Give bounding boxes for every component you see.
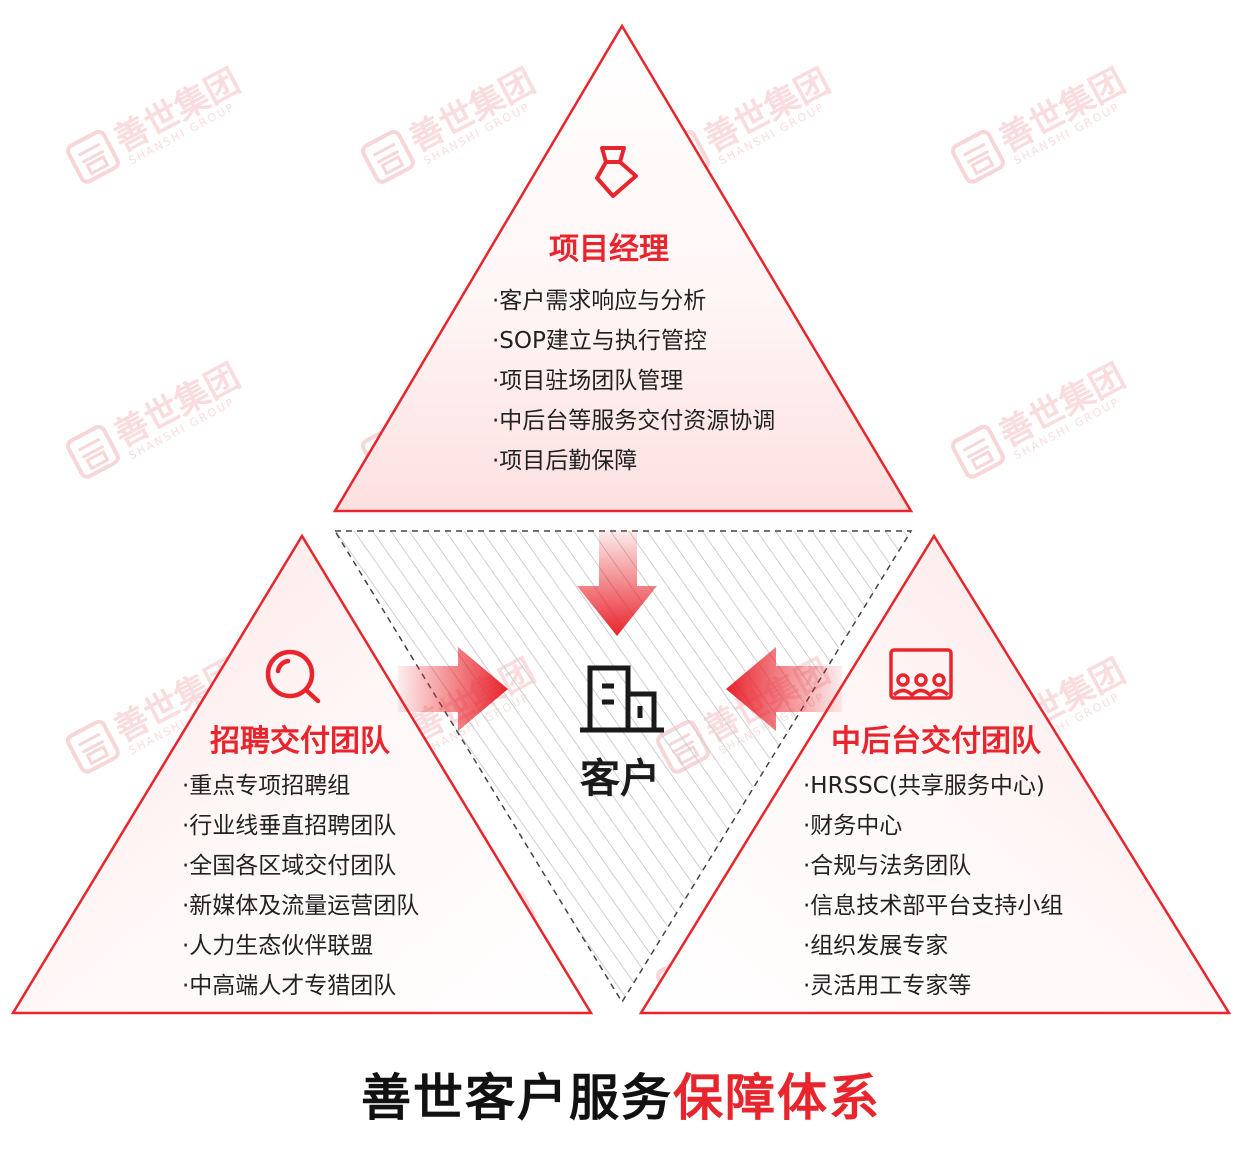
watermark-logo (66, 130, 120, 184)
arrow-left-icon (726, 647, 842, 731)
left-item: ·人力生态伙伴联盟 (182, 933, 373, 959)
tie-icon (595, 146, 638, 198)
watermark-logo (361, 130, 415, 184)
left-item: ·行业线垂直招聘团队 (182, 813, 396, 839)
watermark-logo (951, 130, 1005, 184)
top-item: ·中后台等服务交付资源协调 (492, 408, 775, 434)
right-item: ·信息技术部平台支持小组 (803, 893, 1063, 919)
top-item-list: ·客户需求响应与分析 ·SOP建立与执行管控 ·项目驻场团队管理 ·中后台等服务交付资… (492, 288, 775, 474)
arrow-down-icon (577, 530, 657, 636)
page-title: 善世客户服务保障体系 (0, 1058, 1242, 1130)
magnifier-icon (265, 649, 321, 704)
team-meeting-icon (889, 648, 953, 700)
building-icon (580, 665, 664, 733)
center-label: 客户 (580, 756, 660, 802)
left-triangle (10, 533, 594, 1015)
left-title: 招聘交付团队 (210, 724, 391, 759)
right-title: 中后台交付团队 (831, 724, 1042, 759)
top-title: 项目经理 (549, 232, 669, 267)
right-item-list: ·HRSSC(共享服务中心) ·财务中心 ·合规与法务团队 ·信息技术部平台支持小组 ·… (803, 773, 1063, 999)
top-triangle (332, 23, 914, 513)
right-triangle (638, 533, 1232, 1015)
watermark-logo (951, 425, 1005, 479)
top-item: ·项目驻场团队管理 (492, 368, 683, 394)
right-item: ·灵活用工专家等 (803, 973, 971, 999)
top-item: ·客户需求响应与分析 (492, 288, 706, 314)
top-item: ·SOP建立与执行管控 (492, 328, 707, 354)
top-item: ·项目后勤保障 (492, 448, 637, 474)
title-black-part: 善世客户服务 (361, 1069, 673, 1127)
left-item-list: ·重点专项招聘组 ·行业线垂直招聘团队 ·全国各区域交付团队 ·新媒体及流量运营团队 ·… (182, 773, 419, 999)
right-item: ·组织发展专家 (803, 933, 948, 959)
right-item: ·HRSSC(共享服务中心) (803, 773, 1045, 799)
left-item: ·中高端人才专猎团队 (182, 973, 396, 999)
right-item: ·财务中心 (803, 813, 902, 839)
right-item: ·合规与法务团队 (803, 853, 971, 879)
watermark-logo (66, 425, 120, 479)
left-item: ·全国各区域交付团队 (182, 853, 396, 879)
title-red-part: 保障体系 (673, 1069, 881, 1127)
left-item: ·新媒体及流量运营团队 (182, 893, 419, 919)
watermark-logo (66, 720, 120, 774)
left-item: ·重点专项招聘组 (182, 773, 350, 799)
arrow-right-icon (398, 647, 508, 731)
